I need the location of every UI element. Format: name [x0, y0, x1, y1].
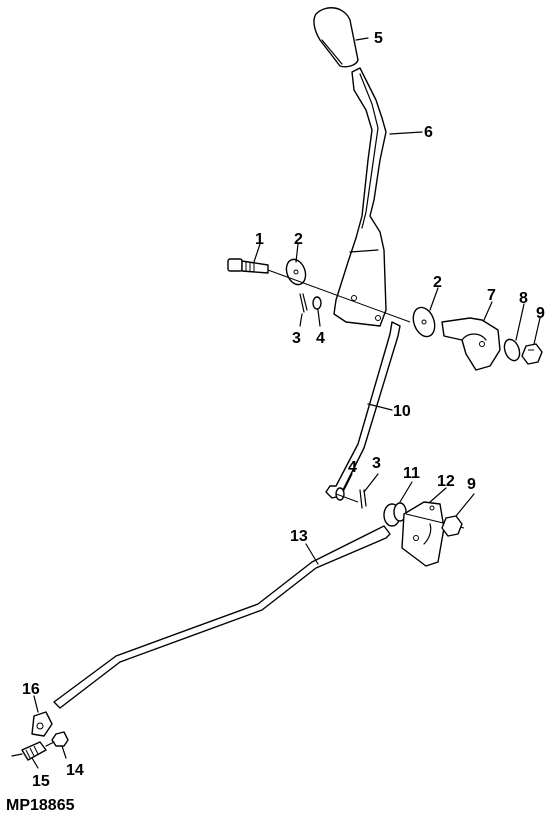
callout-2-left: 2: [294, 231, 303, 248]
callout-12: 12: [437, 473, 455, 490]
cotter-pin-part-lower: [359, 489, 367, 509]
figure-id: MP18865: [6, 797, 75, 814]
nut-part-lower: [441, 515, 463, 537]
pivot-axis-line: [267, 269, 411, 323]
bushing-part: [383, 502, 407, 527]
callout-2-right: 2: [433, 274, 442, 291]
cotter-pin-part: [299, 293, 308, 313]
washer-part-right: [412, 306, 436, 338]
rod-axis-line: [335, 493, 359, 503]
small-washer-part: [312, 296, 322, 310]
rod-part: [325, 321, 401, 499]
ball-joint-part: [31, 711, 53, 737]
callout-1: 1: [255, 231, 264, 248]
callout-5: 5: [374, 30, 383, 47]
callout-10: 10: [393, 403, 411, 420]
callout-13: 13: [290, 528, 308, 545]
callout-3-lower: 3: [372, 455, 381, 472]
bolt-part: [227, 258, 269, 274]
nut-part-14: [51, 731, 69, 747]
washer-part-8: [503, 338, 521, 362]
callout-3-upper: 3: [292, 330, 301, 347]
knob-part: [313, 7, 359, 68]
ball-stud-part: [11, 741, 55, 761]
shift-lever-part: [333, 67, 387, 327]
callout-9-upper: 9: [536, 305, 545, 322]
callout-8: 8: [519, 290, 528, 307]
callout-14: 14: [66, 762, 84, 779]
callout-6: 6: [424, 124, 433, 141]
bracket-part: [441, 317, 501, 371]
long-rod-part: [53, 525, 391, 709]
callout-16: 16: [22, 681, 40, 698]
callout-7: 7: [487, 287, 496, 304]
callout-9-lower: 9: [467, 476, 476, 493]
plate-bracket-part: [401, 501, 445, 567]
nut-part: [521, 343, 543, 365]
callout-4-lower: 4: [348, 459, 357, 476]
callout-11: 11: [403, 465, 420, 482]
callout-4-upper: 4: [316, 330, 325, 347]
callout-15: 15: [32, 773, 50, 790]
leader-lines: [31, 37, 541, 769]
